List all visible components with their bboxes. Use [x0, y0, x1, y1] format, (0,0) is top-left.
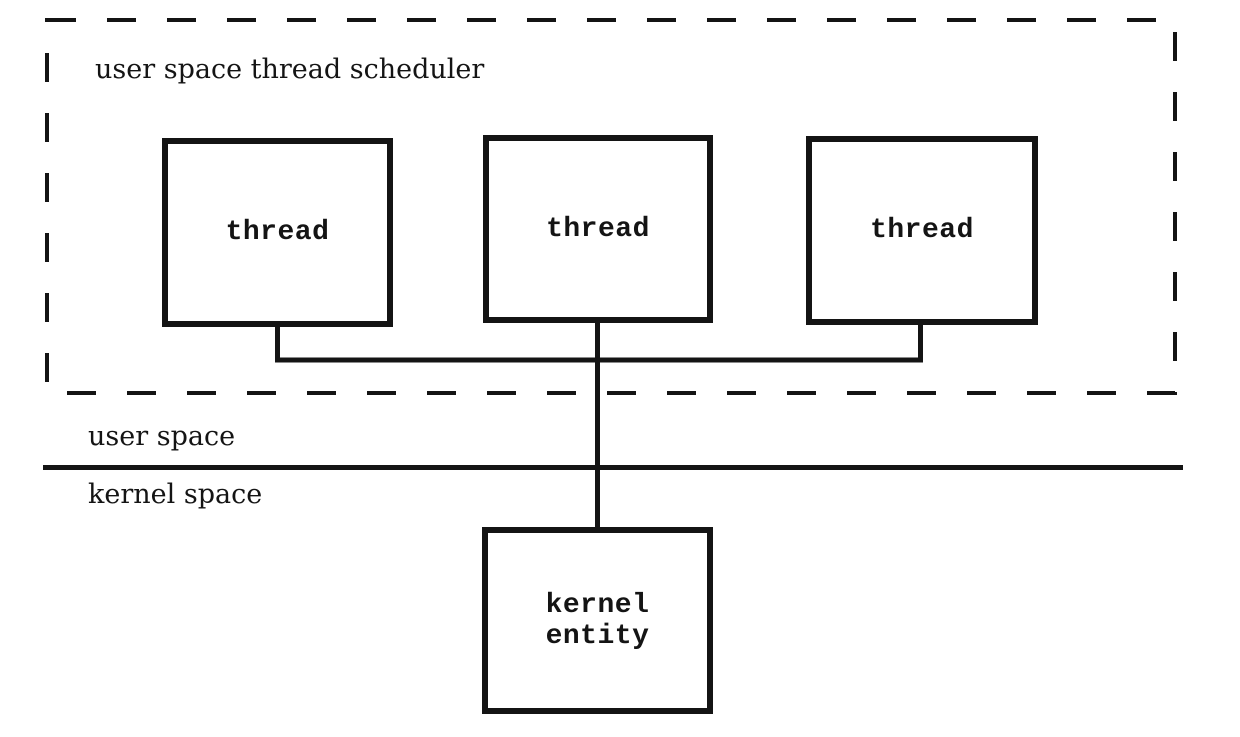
kernel-entity-box: kernel entity: [482, 527, 713, 714]
thread-box-1: thread: [162, 138, 393, 327]
kernel-entity-label: kernel entity: [546, 590, 650, 652]
user-space-label: user space: [88, 421, 236, 452]
thread-box-3: thread: [806, 136, 1038, 325]
thread-box-1-label: thread: [225, 217, 330, 248]
scheduler-label: user space thread scheduler: [95, 54, 485, 85]
thread-box-2: thread: [483, 135, 713, 323]
kernel-space-label: kernel space: [88, 479, 263, 510]
kernel-entity-label-line1: kernel: [545, 589, 650, 621]
user-space-scheduler-dashed-border: [45, 18, 1177, 395]
kernel-entity-label-line2: entity: [545, 620, 650, 652]
thread-box-3-label: thread: [870, 215, 974, 246]
thread-box-2-label: thread: [546, 213, 650, 245]
